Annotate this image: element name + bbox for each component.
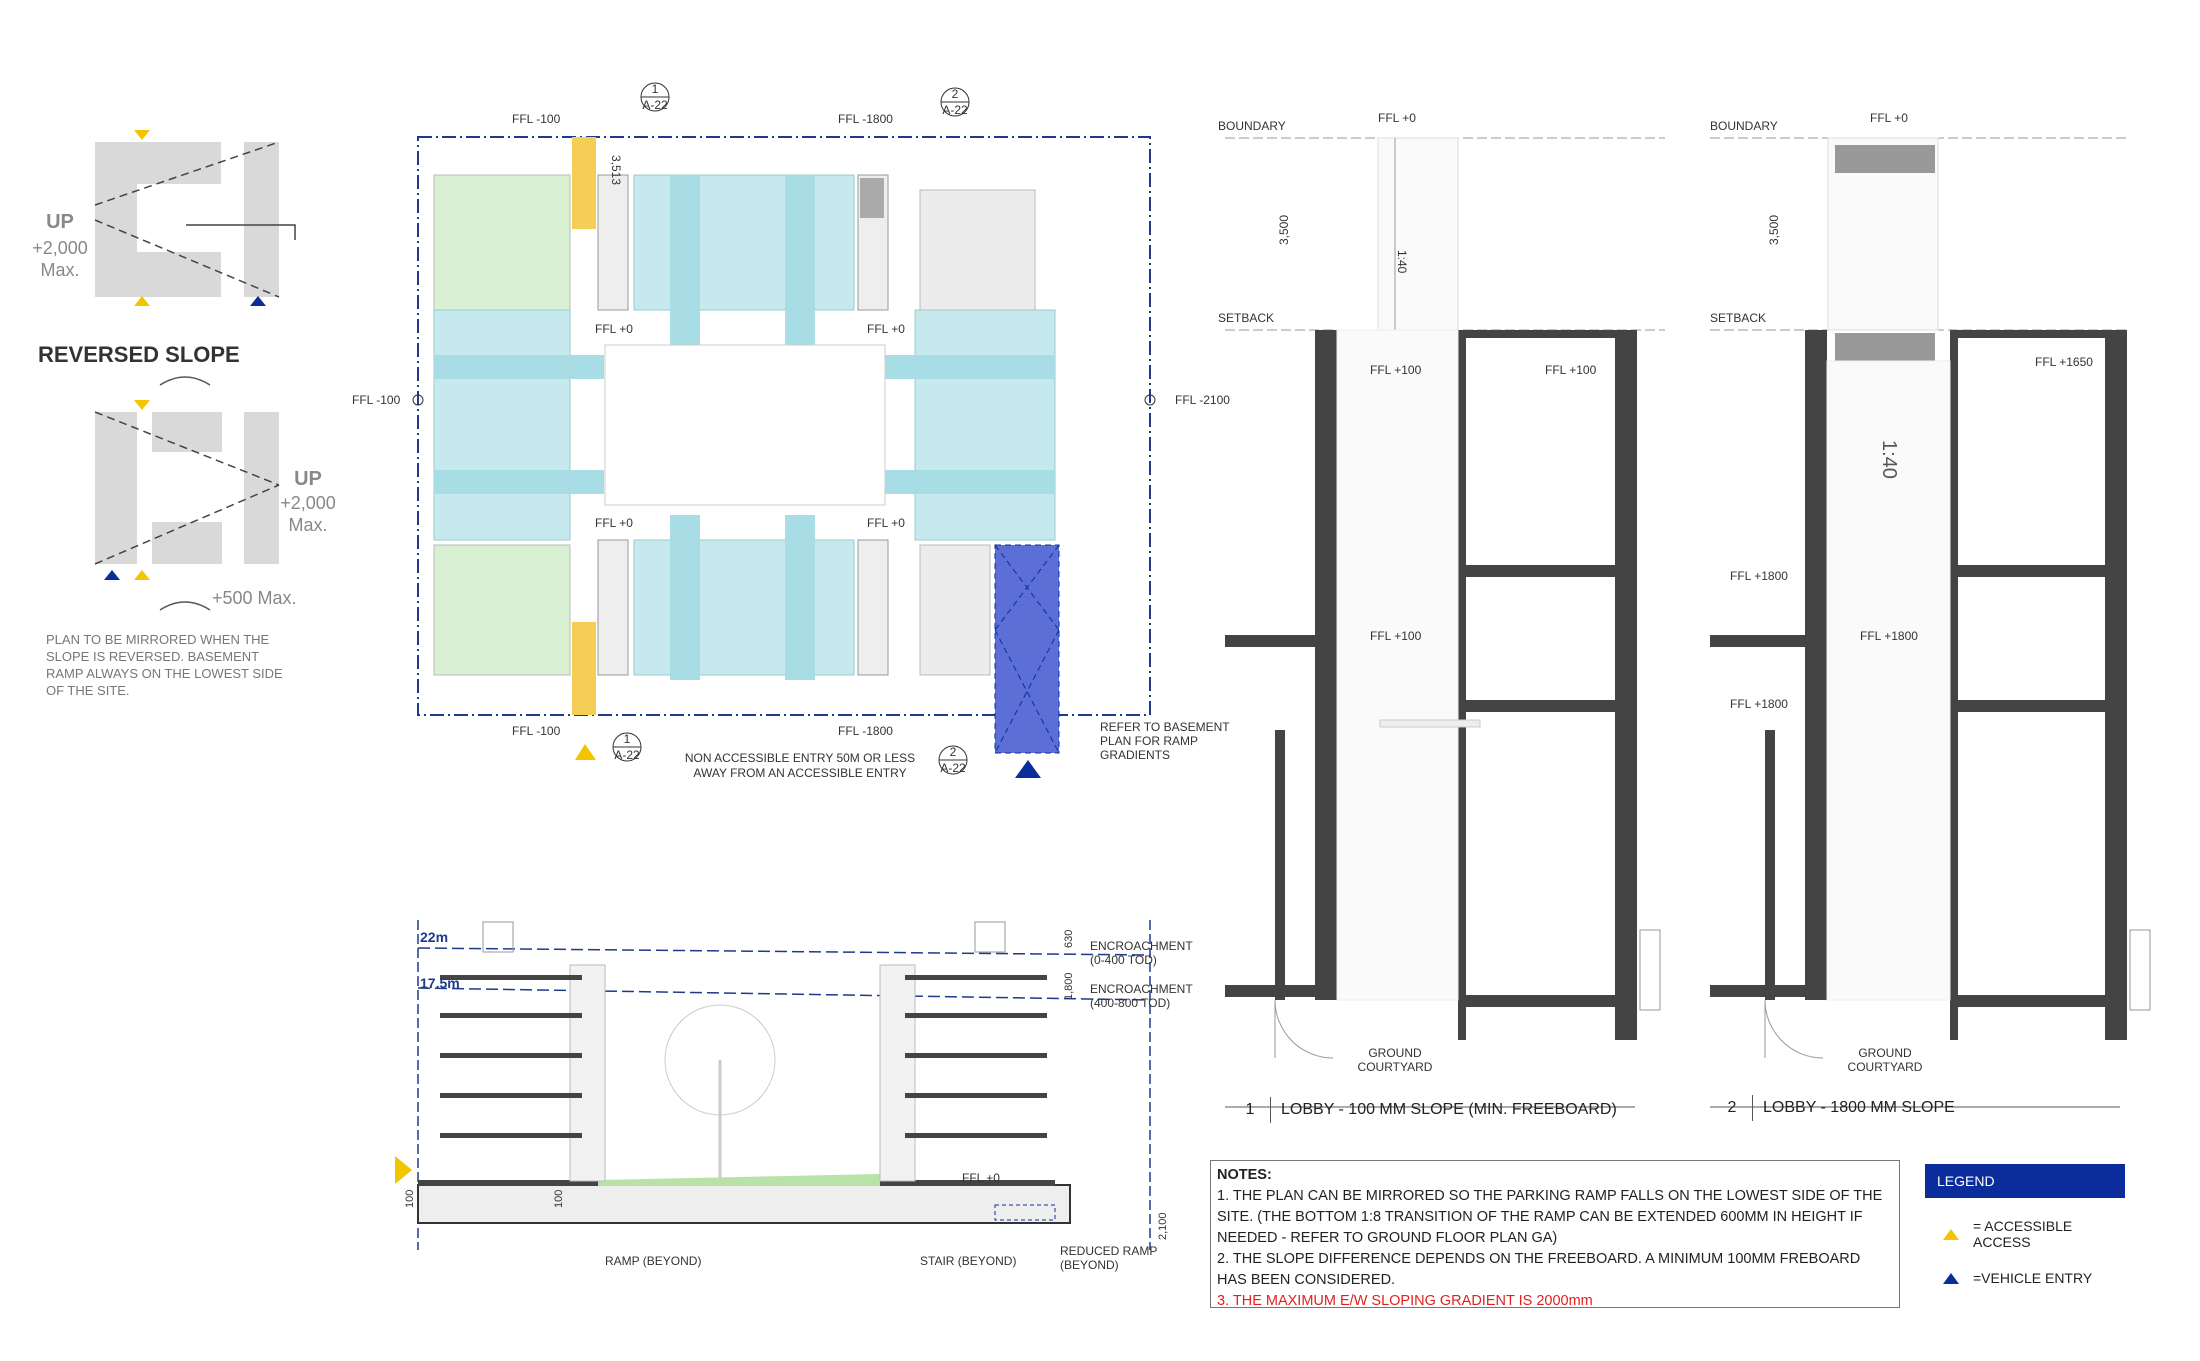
floor-plan <box>412 82 1156 778</box>
vehicle-marker-icon <box>250 296 266 306</box>
svg-text:GROUND: GROUND <box>1858 1046 1912 1060</box>
legend-vehicle: =VEHICLE ENTRY <box>1925 1270 2125 1286</box>
svg-text:1: 1 <box>624 732 631 746</box>
svg-text:FFL +0: FFL +0 <box>867 322 905 336</box>
svg-text:A-22: A-22 <box>940 761 966 775</box>
svg-text:3,500: 3,500 <box>1277 215 1291 245</box>
svg-text:RAMP ALWAYS ON THE LOWEST SIDE: RAMP ALWAYS ON THE LOWEST SIDE <box>46 666 283 681</box>
svg-text:2: 2 <box>952 87 959 101</box>
svg-text:630: 630 <box>1063 930 1075 948</box>
svg-text:3,513: 3,513 <box>609 155 623 185</box>
svg-text:FFL -1800: FFL -1800 <box>838 724 893 738</box>
svg-text:BOUNDARY: BOUNDARY <box>1710 119 1778 133</box>
svg-text:FFL +100: FFL +100 <box>1545 363 1597 377</box>
svg-text:+2,000: +2,000 <box>280 493 336 513</box>
svg-text:FFL +1800: FFL +1800 <box>1730 697 1788 711</box>
svg-text:(400-800 TOD): (400-800 TOD) <box>1090 996 1170 1010</box>
accessible-triangle-icon <box>1943 1228 1959 1240</box>
svg-text:FFL +1650: FFL +1650 <box>2035 355 2093 369</box>
svg-text:FFL +1800: FFL +1800 <box>1860 629 1918 643</box>
svg-text:A-22: A-22 <box>614 748 640 762</box>
svg-text:UP: UP <box>46 211 74 233</box>
svg-text:3,500: 3,500 <box>1767 215 1781 245</box>
svg-text:AWAY FROM AN ACCESSIBLE ENTRY: AWAY FROM AN ACCESSIBLE ENTRY <box>693 766 906 780</box>
svg-text:COURTYARD: COURTYARD <box>1848 1060 1923 1074</box>
svg-text:FFL +0: FFL +0 <box>595 516 633 530</box>
svg-text:COURTYARD: COURTYARD <box>1358 1060 1433 1074</box>
vehicle-triangle-icon <box>1943 1272 1959 1284</box>
svg-text:STAIR (BEYOND): STAIR (BEYOND) <box>920 1254 1016 1268</box>
svg-text:GROUND: GROUND <box>1368 1046 1422 1060</box>
svg-text:FFL +100: FFL +100 <box>1370 363 1422 377</box>
svg-text:1:40: 1:40 <box>1395 250 1409 274</box>
svg-text:FFL -100: FFL -100 <box>512 112 561 126</box>
svg-text:REFER TO BASEMENT: REFER TO BASEMENT <box>1100 720 1230 734</box>
slope-diagram-bottom: UP +2,000 Max. <box>94 400 336 580</box>
svg-text:FFL +0: FFL +0 <box>1870 111 1908 125</box>
svg-text:PLAN TO BE MIRRORED WHEN THE: PLAN TO BE MIRRORED WHEN THE <box>46 632 270 647</box>
vehicle-entry-icon <box>1015 760 1041 778</box>
svg-text:FFL +1800: FFL +1800 <box>1730 569 1788 583</box>
svg-text:FFL +0: FFL +0 <box>595 322 633 336</box>
svg-text:2,100: 2,100 <box>1157 1212 1169 1240</box>
lobby-plan-2 <box>1710 137 2151 1108</box>
legend: LEGEND = ACCESSIBLE ACCESS =VEHICLE ENTR… <box>1925 1164 2125 1286</box>
svg-text:Max.: Max. <box>40 260 79 280</box>
svg-text:RAMP (BEYOND): RAMP (BEYOND) <box>605 1254 701 1268</box>
swap-arrow-icon <box>159 376 211 386</box>
svg-text:SETBACK: SETBACK <box>1218 311 1274 325</box>
svg-text:SETBACK: SETBACK <box>1710 311 1766 325</box>
svg-text:(BEYOND): (BEYOND) <box>1060 1258 1119 1272</box>
svg-text:FFL +0: FFL +0 <box>962 1171 1000 1185</box>
svg-text:1:40: 1:40 <box>1878 440 1900 479</box>
svg-text:PLAN FOR RAMP: PLAN FOR RAMP <box>1100 734 1198 748</box>
svg-text:FFL -1800: FFL -1800 <box>838 112 893 126</box>
svg-text:+500 Max.: +500 Max. <box>212 588 297 608</box>
svg-text:100: 100 <box>553 1190 565 1208</box>
svg-text:+2,000: +2,000 <box>32 238 88 258</box>
svg-text:FFL -100: FFL -100 <box>512 724 561 738</box>
svg-text:ENCROACHMENT: ENCROACHMENT <box>1090 939 1193 953</box>
svg-text:SLOPE IS REVERSED. BASEMENT: SLOPE IS REVERSED. BASEMENT <box>46 649 259 664</box>
svg-text:100: 100 <box>404 1190 416 1208</box>
svg-text:FFL +100: FFL +100 <box>1370 629 1422 643</box>
lobby-plan-1 <box>1225 137 1665 1108</box>
svg-text:ENCROACHMENT: ENCROACHMENT <box>1090 982 1193 996</box>
svg-text:FFL +0: FFL +0 <box>867 516 905 530</box>
svg-text:Max.: Max. <box>288 515 327 535</box>
reversed-slope-heading: REVERSED SLOPE <box>38 342 240 367</box>
svg-text:1: 1 <box>652 82 659 96</box>
svg-text:A-22: A-22 <box>642 98 668 112</box>
svg-text:FFL -100: FFL -100 <box>352 393 401 407</box>
svg-text:17.5m: 17.5m <box>420 975 460 991</box>
svg-text:GRADIENTS: GRADIENTS <box>1100 748 1170 762</box>
lobby1-title: 1 LOBBY - 100 MM SLOPE (MIN. FREEBOARD) <box>1230 1097 1617 1123</box>
legend-accessible: = ACCESSIBLE ACCESS <box>1925 1218 2125 1250</box>
svg-text:(0-400 TOD): (0-400 TOD) <box>1090 953 1157 967</box>
svg-text:NON ACCESSIBLE ENTRY 50M OR LE: NON ACCESSIBLE ENTRY 50M OR LESS <box>685 751 915 765</box>
svg-text:REDUCED RAMP: REDUCED RAMP <box>1060 1244 1157 1258</box>
building-section <box>395 920 1151 1250</box>
svg-text:22m: 22m <box>420 929 448 945</box>
svg-text:FFL +0: FFL +0 <box>1378 111 1416 125</box>
svg-text:UP: UP <box>294 468 322 490</box>
slope-diagram-top: UP +2,000 Max. <box>32 130 296 306</box>
svg-text:BOUNDARY: BOUNDARY <box>1218 119 1286 133</box>
svg-text:A-22: A-22 <box>942 103 968 117</box>
svg-text:2: 2 <box>950 745 957 759</box>
svg-text:OF THE SITE.: OF THE SITE. <box>46 683 130 698</box>
accessible-entry-icon <box>395 1156 412 1184</box>
notes-box: NOTES: 1. THE PLAN CAN BE MIRRORED SO TH… <box>1210 1160 1900 1309</box>
svg-text:FFL -2100: FFL -2100 <box>1175 393 1230 407</box>
accessible-marker-icon <box>134 130 150 140</box>
lobby2-title: 2 LOBBY - 1800 MM SLOPE <box>1712 1095 1955 1121</box>
accessible-entry-icon <box>575 744 596 760</box>
accessible-marker-icon <box>134 296 150 306</box>
svg-text:1,800: 1,800 <box>1063 972 1075 1000</box>
